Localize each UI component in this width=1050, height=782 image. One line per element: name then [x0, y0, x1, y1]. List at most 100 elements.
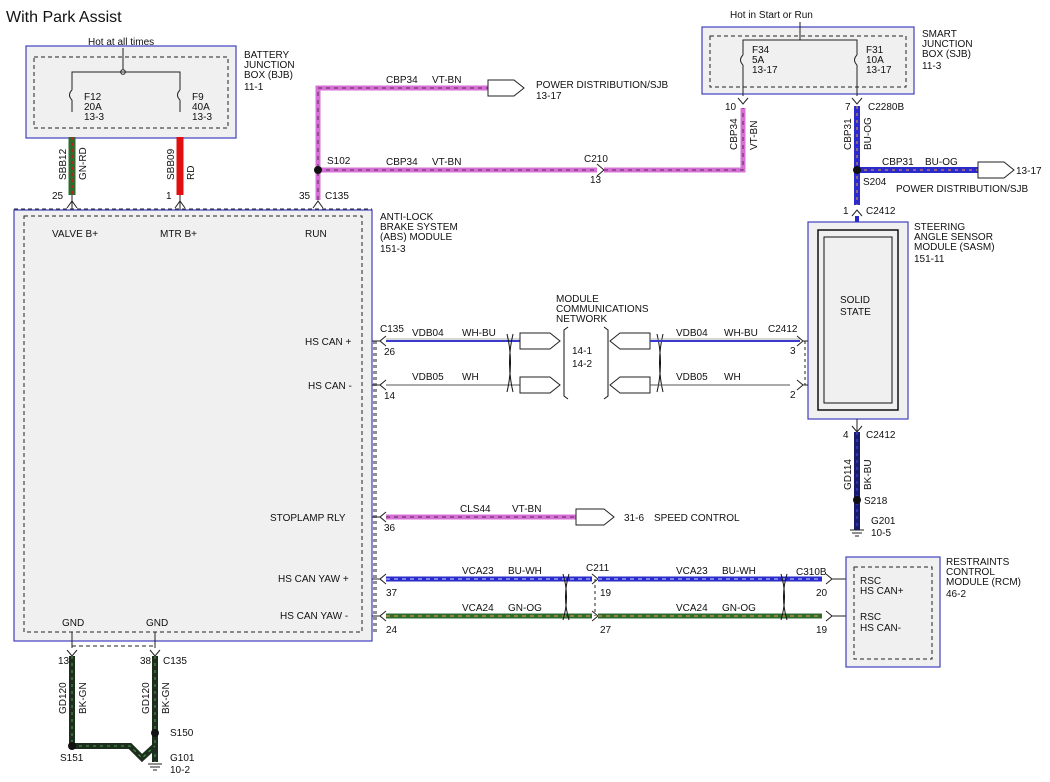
wire-vca23-right: VCA23 BU-WH [598, 566, 822, 582]
svg-text:RSC: RSC [860, 576, 881, 587]
svg-text:CBP34: CBP34 [386, 75, 418, 86]
svg-text:GN-RD: GN-RD [78, 147, 89, 180]
wire-cbp34-sjb: CBP34 VT-BN [604, 108, 760, 173]
svg-text:27: 27 [600, 625, 612, 636]
abs-pin-gnd1: GND [62, 618, 84, 629]
abs-pin-gnd2: GND [146, 618, 168, 629]
svg-text:STEERING: STEERING [914, 222, 965, 233]
svg-text:HS CAN-: HS CAN- [860, 623, 901, 634]
svg-text:VDB04: VDB04 [676, 328, 708, 339]
svg-text:VCA23: VCA23 [676, 566, 708, 577]
wire-gd120-a: GD120 BK-GN [58, 656, 89, 746]
svg-text:38: 38 [140, 656, 152, 667]
svg-text:CBP34: CBP34 [729, 118, 740, 150]
splice-s218 [853, 496, 861, 504]
svg-text:14: 14 [384, 391, 396, 402]
svg-text:GN-OG: GN-OG [508, 603, 542, 614]
splice-s150 [151, 729, 159, 737]
abs-module: ANTI-LOCK BRAKE SYSTEM (ABS) MODULE 151-… [13, 208, 458, 642]
svg-text:13-17: 13-17 [752, 65, 778, 76]
svg-text:S151: S151 [60, 753, 84, 764]
svg-text:BATTERY: BATTERY [244, 50, 290, 61]
svg-text:C2412: C2412 [866, 430, 896, 441]
sasm-outline [807, 221, 909, 420]
svg-text:C135: C135 [325, 191, 349, 202]
svg-text:MODULE: MODULE [556, 294, 599, 305]
svg-text:VDB05: VDB05 [676, 372, 708, 383]
svg-text:NETWORK: NETWORK [556, 314, 607, 325]
svg-text:MODULE (SASM): MODULE (SASM) [914, 242, 995, 253]
svg-text:WH-BU: WH-BU [462, 328, 496, 339]
svg-text:GD114: GD114 [843, 459, 854, 490]
svg-text:BU-WH: BU-WH [508, 566, 542, 577]
svg-text:151-3: 151-3 [380, 244, 406, 255]
svg-text:C135: C135 [380, 324, 404, 335]
svg-text:BK-GN: BK-GN [161, 682, 172, 714]
splice-s102 [314, 166, 322, 174]
svg-text:46-2: 46-2 [946, 589, 966, 600]
svg-text:F9: F9 [192, 92, 204, 103]
svg-text:5A: 5A [752, 55, 765, 66]
svg-text:10A: 10A [866, 55, 884, 66]
svg-text:24: 24 [386, 625, 398, 636]
svg-text:S204: S204 [863, 177, 887, 188]
svg-text:VCA24: VCA24 [462, 603, 494, 614]
svg-text:VDB05: VDB05 [412, 372, 444, 383]
svg-text:STATE: STATE [840, 307, 871, 318]
svg-text:GD120: GD120 [58, 682, 69, 714]
svg-text:14-2: 14-2 [572, 359, 592, 370]
svg-text:35: 35 [299, 191, 311, 202]
abs-pin-yaw-plus: HS CAN YAW + [278, 574, 349, 585]
connector-arrow-icon [575, 508, 615, 526]
wire-vdb05-left: VDB05 WH [386, 372, 520, 386]
svg-text:BU-OG: BU-OG [925, 157, 958, 168]
svg-text:1: 1 [843, 206, 849, 217]
svg-text:S218: S218 [864, 496, 888, 507]
wire-vdb05-right: VDB05 WH [650, 372, 790, 386]
svg-text:GD120: GD120 [141, 682, 152, 714]
svg-text:VT-BN: VT-BN [432, 157, 461, 168]
wire-sbb09: SBB09 RD [166, 137, 197, 195]
svg-text:2: 2 [790, 390, 796, 401]
svg-text:13-17: 13-17 [536, 91, 562, 102]
ground-icon [148, 763, 162, 771]
svg-text:SMART: SMART [922, 29, 957, 40]
abs-outline [13, 209, 373, 642]
svg-text:SPEED CONTROL: SPEED CONTROL [654, 513, 740, 524]
wire-gd120-b: GD120 BK-GN [141, 656, 172, 762]
svg-text:36: 36 [384, 523, 396, 534]
svg-text:25: 25 [52, 191, 64, 202]
wire-vdb04-left: VDB04 WH-BU [386, 328, 520, 342]
wire-gd114: GD114 BK-BU [843, 432, 874, 530]
svg-text:WH: WH [462, 372, 479, 383]
connector-arrow-icon [487, 79, 525, 97]
fuse-icon [69, 89, 73, 112]
sjb-hot-label: Hot in Start or Run [730, 10, 813, 21]
svg-text:20A: 20A [84, 102, 102, 113]
svg-text:F12: F12 [84, 92, 102, 103]
wire-vca23-left: VCA23 BU-WH [386, 566, 592, 582]
svg-text:RESTRAINTS: RESTRAINTS [946, 557, 1010, 568]
svg-text:37: 37 [386, 588, 398, 599]
svg-text:BRAKE SYSTEM: BRAKE SYSTEM [380, 222, 458, 233]
svg-text:C135: C135 [163, 656, 187, 667]
wire-cbp34-run: CBP34 VT-BN CBP34 VT-BN [315, 75, 597, 200]
svg-text:COMMUNICATIONS: COMMUNICATIONS [556, 304, 649, 315]
wire-vdb04-right: VDB04 WH-BU [650, 328, 800, 342]
fuse-icon [177, 89, 181, 112]
svg-text:11-3: 11-3 [922, 61, 942, 72]
svg-text:13: 13 [58, 656, 70, 667]
svg-text:F31: F31 [866, 45, 884, 56]
svg-text:VT-BN: VT-BN [432, 75, 461, 86]
svg-text:CBP34: CBP34 [386, 157, 418, 168]
svg-text:BOX (BJB): BOX (BJB) [244, 70, 293, 81]
svg-text:RD: RD [186, 166, 197, 180]
svg-text:BK-GN: BK-GN [78, 682, 89, 714]
sjb-inner [709, 35, 907, 88]
battery-junction-box: Hot at all times F12 20A 13-3 F9 40A 13-… [25, 37, 295, 139]
svg-text:C211: C211 [586, 563, 610, 574]
svg-text:WH: WH [724, 372, 741, 383]
svg-text:MODULE (RCM): MODULE (RCM) [946, 577, 1021, 588]
svg-text:JUNCTION: JUNCTION [922, 39, 973, 50]
